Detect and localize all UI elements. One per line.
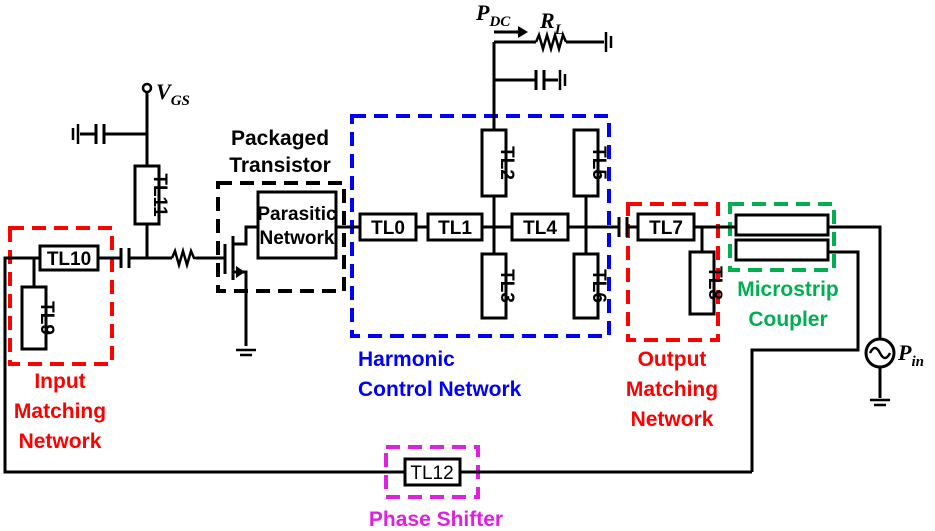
parasitic-network-box: [256, 190, 338, 260]
load-resistor-icon: [534, 30, 568, 54]
tl1-label: TL1: [438, 218, 472, 239]
tl7-block: TL7: [636, 212, 696, 242]
input-matching-label-line2: Matching: [14, 400, 106, 423]
coupler-box: [728, 202, 836, 272]
output-matching-label-line1: Output: [638, 348, 707, 371]
pin-source-icon: [864, 337, 896, 369]
packaged-transistor-label-line1: Packaged: [231, 127, 329, 150]
harmonic-control-label-line1: Harmonic: [358, 348, 455, 371]
input-matching-box: [8, 226, 114, 366]
tl3-block: TL3: [480, 252, 517, 320]
output-dc-block-capacitor: [617, 217, 629, 237]
vgs-label: VGS: [156, 79, 190, 109]
packaged-transistor-box: [216, 181, 346, 293]
tl9-block: TL9: [20, 285, 57, 351]
input-matching-label-line3: Network: [19, 430, 102, 453]
drain-bypass-ground-icon: [558, 70, 567, 90]
source-transistor-ground-icon: [236, 348, 256, 357]
tl7-label: TL7: [649, 218, 683, 239]
tl2-label: TL2: [496, 146, 517, 180]
input-dc-block-capacitor: [119, 248, 131, 268]
feedback-wire-left: [3, 256, 405, 474]
tl4-block: TL4: [510, 212, 570, 242]
tl5-label: TL5: [588, 146, 609, 180]
tl4-label: TL4: [523, 218, 557, 239]
tl1-block: TL1: [426, 212, 484, 242]
transistor-icon: [223, 225, 258, 346]
tl0-block: TL0: [358, 212, 418, 242]
vgs-node-icon: [141, 82, 153, 94]
microstrip-coupler: [734, 213, 830, 262]
load-ground-icon: [604, 32, 613, 52]
tl12-label: TL12: [410, 463, 453, 484]
pin-source-ground-icon: [870, 398, 890, 407]
output-matching-box: [626, 202, 720, 342]
packaged-transistor-label-line2: Transistor: [229, 154, 331, 177]
pin-label: Pin: [897, 340, 924, 370]
gate-resistor: [170, 246, 196, 270]
tl9-label: TL9: [36, 301, 57, 335]
harmonic-control-label-line2: Control Network: [358, 378, 522, 401]
tl8-label: TL8: [704, 266, 725, 300]
tl11-block: TL11: [133, 164, 170, 226]
output-matching-label-line2: Matching: [626, 378, 718, 401]
parasitic-network-label-line1: Parasitic: [257, 204, 337, 225]
coupler-label-line2: Coupler: [748, 308, 827, 331]
tl6-label: TL6: [588, 269, 609, 303]
tl12-block: TL12: [403, 457, 462, 487]
wire-coupler-to-source: [828, 225, 882, 340]
parasitic-network-label-line2: Network: [260, 228, 335, 249]
tl3-label: TL3: [496, 269, 517, 303]
output-matching-label-line3: Network: [631, 408, 714, 431]
tl5-block: TL5: [572, 128, 609, 198]
rl-label: RL: [539, 8, 564, 38]
gate-bypass-capacitor: [80, 124, 106, 144]
coupler-label-line1: Microstrip: [737, 278, 839, 301]
tl10-block: TL10: [38, 244, 100, 272]
tl8-block: TL8: [688, 250, 725, 316]
feedback-wire-right: [750, 250, 860, 472]
gate-bypass-ground-icon: [71, 124, 80, 144]
tl6-block: TL6: [572, 252, 609, 320]
tl10-label: TL10: [47, 249, 91, 270]
pdc-label: PDC: [475, 0, 511, 30]
input-matching-label-line1: Input: [34, 370, 85, 393]
drain-bypass-capacitor: [534, 70, 558, 90]
phase-shifter-label: Phase Shifter: [369, 508, 503, 531]
pdc-arrow-icon: [494, 26, 528, 38]
tl11-label: TL11: [149, 173, 170, 217]
tl0-label: TL0: [371, 218, 405, 239]
tl2-block: TL2: [480, 128, 517, 198]
